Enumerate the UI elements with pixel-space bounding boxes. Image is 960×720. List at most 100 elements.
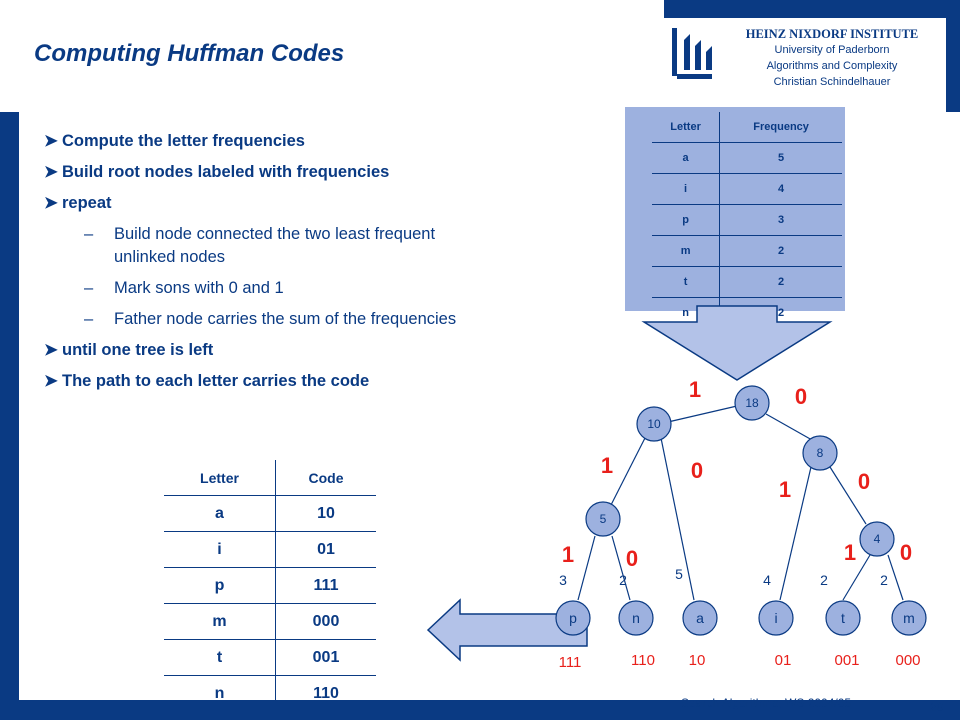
leaf-label: i (774, 610, 777, 626)
cell-letter: m (164, 603, 277, 640)
node-label: 5 (600, 512, 607, 526)
header-code: Code (275, 460, 376, 496)
cell-code: 000 (275, 603, 376, 640)
tree-node-8 (802, 435, 838, 471)
edge-bit: 1 (562, 542, 574, 567)
edge-bit: 0 (795, 384, 807, 409)
dash-bullet-icon: – (84, 279, 94, 297)
node-label: 10 (647, 417, 661, 431)
arrow-bullet-icon: ➤ (44, 132, 58, 150)
left-arrow-icon (426, 598, 588, 662)
arrow-bullet-icon: ➤ (44, 341, 58, 359)
dash-bullet-icon: – (84, 225, 94, 243)
dash-bullet-icon: – (84, 310, 94, 328)
cell-letter: m (652, 235, 721, 267)
edge-bit: 1 (779, 477, 791, 502)
cell-code: 111 (275, 567, 376, 604)
cell-frequency: 4 (719, 173, 842, 205)
leaf-frequency: 3 (559, 572, 567, 588)
leaf-label: p (569, 610, 577, 626)
edge-bit: 1 (601, 453, 613, 478)
bullet-list: ➤Compute the letter frequencies ➤Build r… (44, 130, 464, 401)
edge-bit: 1 (689, 377, 701, 402)
tree-node-10 (636, 406, 672, 442)
cell-letter: a (652, 142, 721, 174)
leaf-node-n (618, 600, 654, 636)
sub-bullet-item: –Mark sons with 0 and 1 (44, 277, 464, 300)
bullet-item: ➤repeat (44, 192, 464, 215)
arrow-bullet-icon: ➤ (44, 194, 58, 212)
institute-logo-icon (672, 28, 712, 79)
institute-block: HEINZ NIXDORF INSTITUTE University of Pa… (722, 26, 942, 90)
group-name: Algorithms and Complexity (766, 60, 898, 72)
leaf-node-i (758, 600, 794, 636)
header-letter: Letter (652, 112, 721, 143)
cell-code: 110 (313, 684, 339, 702)
cell-frequency: 5 (719, 142, 842, 174)
leaf-node-t (825, 600, 861, 636)
arrow-bullet-icon: ➤ (44, 372, 58, 390)
institute-name: HEINZ NIXDORF INSTITUTE (745, 27, 919, 41)
leaf-code: 10 (689, 652, 706, 669)
leaf-label: t (841, 610, 845, 626)
cell-code: 001 (275, 639, 376, 676)
leaf-node-m (891, 600, 927, 636)
edge-bit: 0 (900, 540, 912, 565)
node-label: 8 (817, 446, 824, 460)
node-label: 4 (874, 532, 881, 546)
edge-bit: 1 (844, 540, 856, 565)
cell-letter: t (652, 266, 721, 298)
page-number: 28 (930, 700, 944, 714)
author-name: Christian Schindelhauer (773, 76, 891, 88)
bullet-item: ➤Compute the letter frequencies (44, 130, 464, 153)
cell-letter: t (164, 639, 277, 676)
edge-bit: 0 (691, 458, 703, 483)
cell-frequency: 2 (719, 266, 842, 298)
edge-bit: 0 (858, 469, 870, 494)
bullet-item: ➤Build root nodes labeled with frequenci… (44, 161, 464, 184)
cell-letter: i (164, 531, 277, 568)
leaf-node-a (682, 600, 718, 636)
leaf-label: n (632, 610, 640, 626)
university-name: University of Paderborn (774, 44, 890, 56)
edge-bit: 0 (626, 546, 638, 571)
tree-node-4 (859, 521, 895, 557)
leaf-code: 110 (631, 652, 655, 669)
cell-frequency: 2 (778, 307, 785, 319)
sub-bullet-item: –Build node connected the two least freq… (84, 225, 436, 266)
leaf-code: 01 (775, 652, 792, 669)
leaf-code: 001 (834, 652, 859, 669)
header-frequency: Frequency (719, 112, 842, 143)
leaf-code: 000 (895, 652, 920, 669)
leaf-frequency: 5 (675, 566, 683, 582)
leaf-label: m (903, 610, 915, 626)
bullet-item: ➤The path to each letter carries the cod… (44, 370, 464, 393)
tree-node-18 (734, 385, 770, 421)
node-label: 18 (745, 396, 759, 410)
top-band (664, 0, 960, 18)
leaf-frequency: 2 (619, 572, 627, 588)
cell-letter: i (652, 173, 721, 205)
bullet-item: ➤until one tree is left (44, 339, 464, 362)
down-arrow-icon (641, 305, 833, 381)
leaf-code: 111 (559, 654, 582, 671)
leaf-frequency: 2 (820, 572, 828, 588)
left-band (0, 112, 19, 700)
leaf-frequency: 4 (763, 572, 771, 588)
cell-frequency: 3 (719, 204, 842, 236)
tree-node-5 (585, 501, 621, 537)
header-letter: Letter (164, 460, 277, 496)
